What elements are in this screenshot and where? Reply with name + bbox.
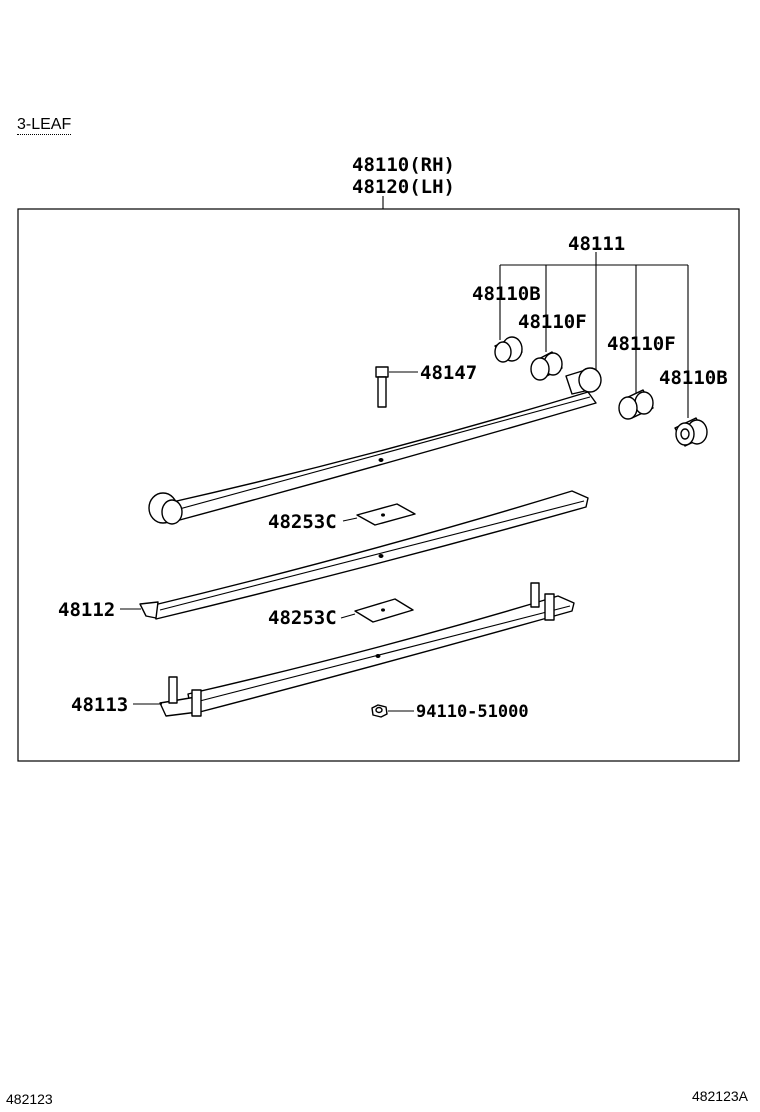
- leader-insert-upper: [342, 517, 358, 522]
- label-48113[interactable]: 48113: [71, 694, 128, 716]
- bushing-48110f-right[interactable]: [618, 389, 654, 420]
- leader-insert-lower: [340, 613, 356, 619]
- leaf-48112[interactable]: [139, 490, 589, 620]
- label-48253c-lower[interactable]: 48253C: [268, 607, 337, 629]
- label-48110b-left[interactable]: 48110B: [472, 283, 541, 305]
- insert-48253c-lower[interactable]: [354, 598, 414, 623]
- center-bolt-48147[interactable]: [375, 366, 389, 408]
- label-assembly-rh[interactable]: 48110(RH): [352, 154, 455, 176]
- nut-94110[interactable]: [371, 704, 388, 718]
- figure-number-left: 482123: [6, 1091, 53, 1107]
- label-94110-51000[interactable]: 94110-51000: [416, 702, 529, 722]
- leaf-48113[interactable]: [159, 582, 575, 717]
- label-48110f-left[interactable]: 48110F: [518, 311, 587, 333]
- assembly-frame: [17, 208, 740, 762]
- bushing-48110b-left[interactable]: [494, 336, 523, 363]
- label-48111[interactable]: 48111: [568, 233, 625, 255]
- figure-number-right: 482123A: [691, 1088, 748, 1104]
- insert-48253c-upper[interactable]: [356, 503, 416, 526]
- label-assembly-lh[interactable]: 48120(LH): [352, 176, 455, 198]
- label-48110f-right[interactable]: 48110F: [607, 333, 676, 355]
- label-48147[interactable]: 48147: [420, 362, 477, 384]
- bushing-48110b-right[interactable]: [674, 417, 708, 447]
- label-48253c-upper[interactable]: 48253C: [268, 511, 337, 533]
- bushing-48110f-left[interactable]: [530, 351, 563, 381]
- label-48110b-right[interactable]: 48110B: [659, 367, 728, 389]
- label-48112[interactable]: 48112: [58, 599, 115, 621]
- section-title: 3-LEAF: [17, 116, 72, 135]
- main-leaf-with-eyes[interactable]: [148, 367, 602, 525]
